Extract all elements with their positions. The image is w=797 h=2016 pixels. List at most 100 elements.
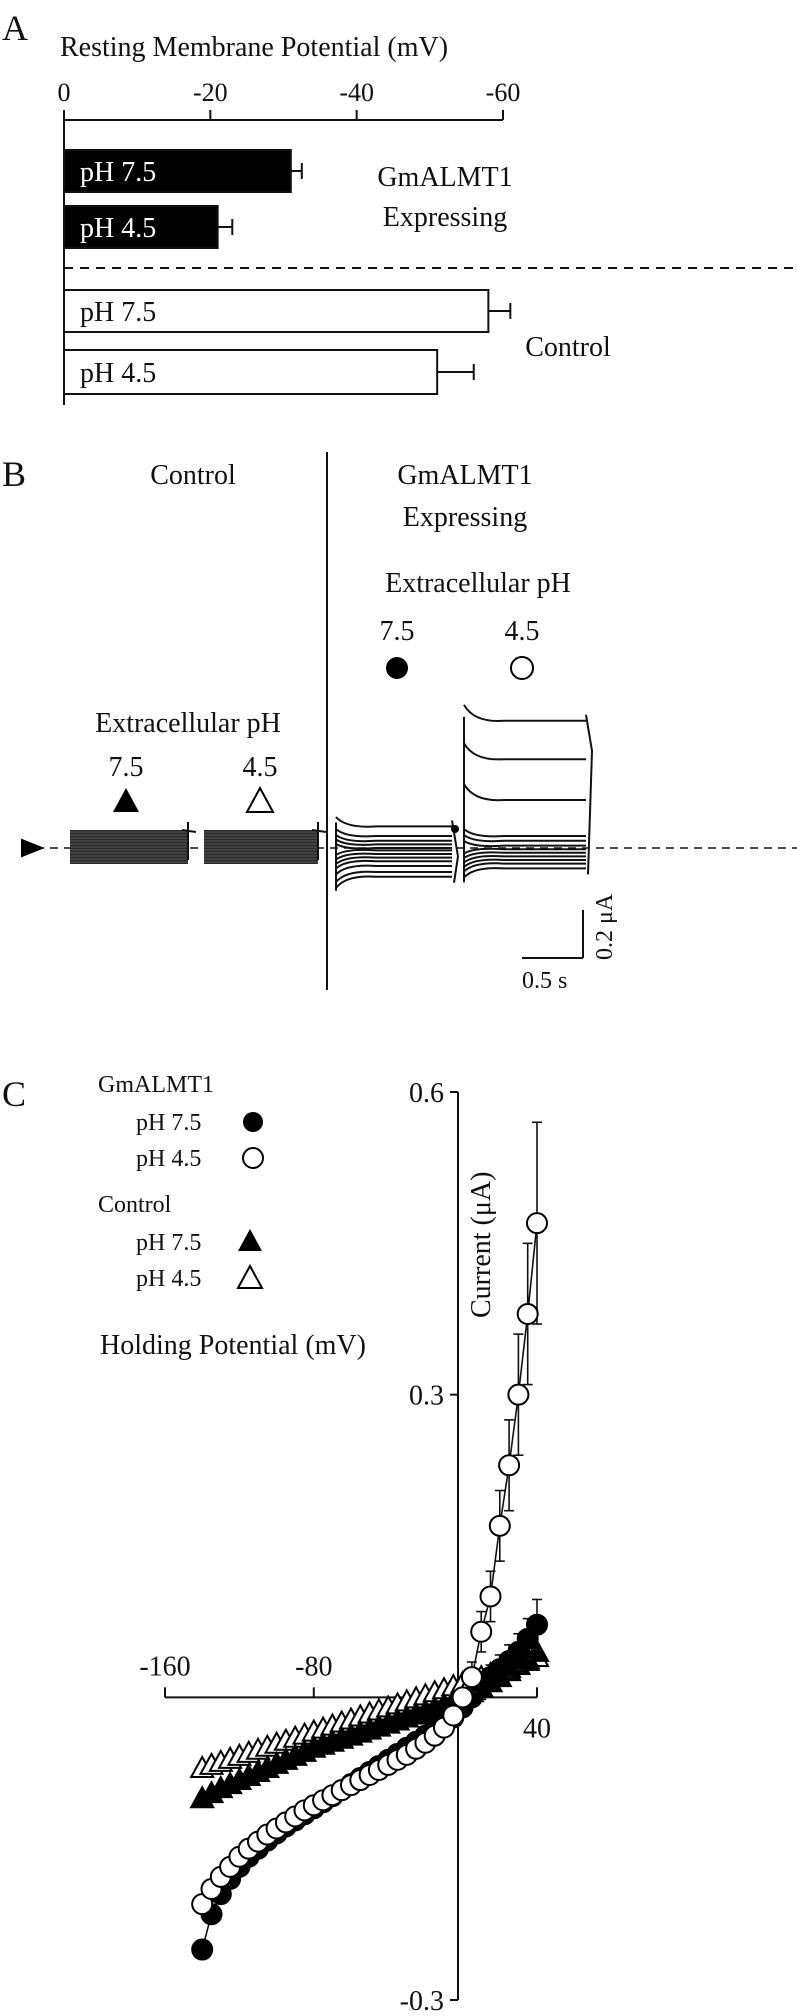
expressing-trace (335, 828, 452, 838)
panel-a-bar-label: pH 7.5 (80, 157, 156, 188)
data-point-open-circle (498, 1454, 521, 1477)
expressing-trace (463, 867, 586, 879)
panel-c-y-tick-label: 0.6 (409, 1078, 444, 1109)
open-circle-icon (510, 656, 534, 680)
panel-c-label: C (2, 1074, 26, 1114)
panel-c-x-tick-label: -80 (295, 1651, 332, 1682)
data-point-open-circle (516, 1302, 539, 1325)
panel-a-bar (63, 205, 219, 249)
panel-a: A Resting Membrane Potential (mV) 0 -20 -4… (2, 8, 797, 405)
expressing-ph-label-7-5: 7.5 (380, 616, 415, 647)
expressing-trace (335, 834, 452, 843)
expressing-trace (335, 843, 452, 850)
expressing-trace (463, 851, 586, 859)
open-circle-icon (242, 1147, 264, 1169)
expressing-trace (463, 828, 586, 838)
panel-a-ticks: 0 -20 -40 -60 (58, 78, 521, 120)
panel-b: B Control Extracellular pH 7.5 4.5 GmALM… (2, 452, 797, 994)
panel-a-tick-label: -60 (486, 78, 521, 107)
expressing-trace (463, 840, 586, 848)
expressing-trace (335, 856, 452, 865)
control-ph-label-4-5: 4.5 (243, 752, 278, 783)
panel-c-y-tick-label: 0.3 (409, 1381, 444, 1412)
expressing-trace (335, 859, 452, 870)
data-point-open-circle (488, 1514, 511, 1537)
y-axis-title: Current (μA) (466, 1172, 497, 1318)
data-point-filled-circle (526, 1613, 548, 1636)
expressing-trace (335, 816, 452, 828)
panel-c-y-tick-label: -0.3 (400, 1986, 444, 2016)
expressing-trace (463, 783, 586, 802)
panel-a-bar-label: pH 4.5 (80, 213, 156, 244)
expressing-trace (463, 704, 586, 722)
data-point-open-circle (442, 1704, 465, 1727)
data-point-open-circle (451, 1686, 474, 1709)
arrow-icon (21, 838, 45, 858)
expressing-title-line-2: Expressing (403, 502, 527, 533)
legend-entry-ctrl-7-5: pH 7.5 (136, 1230, 201, 1256)
expressing-trace (335, 864, 452, 876)
control-tail-current (311, 829, 327, 833)
control-title: Control (150, 460, 236, 491)
open-triangle-icon (236, 1263, 264, 1289)
open-triangle-icon (245, 785, 275, 813)
filled-triangle-icon (238, 1229, 262, 1251)
panel-c-plot (189, 1121, 550, 1961)
filled-circle-icon (386, 657, 408, 679)
panel-a-bar-label: pH 7.5 (80, 297, 156, 328)
control-ph-heading: Extracellular pH (95, 708, 281, 739)
expressing-trace (463, 847, 586, 855)
panel-a-bar (63, 149, 292, 193)
expressing-trace (463, 834, 586, 843)
scale-bar-time-label: 0.5 s (522, 968, 567, 994)
control-tail-current (181, 829, 197, 833)
expressing-ph-label-4-5: 4.5 (505, 616, 540, 647)
panel-a-bar (63, 289, 490, 333)
control-ph-label-7-5: 7.5 (109, 752, 144, 783)
legend-entry-gm-7-5: pH 7.5 (136, 1110, 201, 1136)
panel-a-group-label: Control (525, 332, 611, 363)
panel-a-group-label: Expressing (383, 202, 507, 233)
expressing-trace (335, 848, 452, 856)
panel-a-tick-label: 0 (58, 78, 71, 107)
data-point-open-circle (507, 1383, 530, 1406)
data-point-open-circle (526, 1212, 548, 1235)
x-axis-title: Holding Potential (mV) (100, 1330, 366, 1361)
expressing-title-line-1: GmALMT1 (397, 460, 532, 491)
filled-triangle-icon (113, 788, 139, 812)
panel-c: C GmALMT1 pH 7.5 pH 4.5 Control pH 7.5 p… (2, 1072, 551, 2016)
data-point-open-circle (470, 1620, 493, 1643)
panel-a-bar-label: pH 4.5 (80, 358, 156, 389)
panel-a-title: Resting Membrane Potential (mV) (60, 32, 448, 63)
expressing-trace (335, 838, 452, 846)
panel-a-group-label: GmALMT1 (377, 162, 512, 193)
legend: GmALMT1 pH 7.5 pH 4.5 Control pH 7.5 pH … (98, 1072, 264, 1292)
panel-b-label: B (2, 454, 26, 494)
expressing-trace (463, 855, 586, 864)
expressing-trace (463, 862, 586, 873)
expressing-trace (463, 858, 586, 868)
trace-marker (451, 825, 459, 833)
panel-a-tick-label: -20 (193, 78, 228, 107)
expressing-trace (463, 742, 586, 761)
panel-a-tick-label: -40 (339, 78, 374, 107)
expressing-trace (335, 875, 452, 889)
scale-bar: 0.2 μA 0.5 s (522, 893, 618, 994)
filled-circle-icon (243, 1112, 263, 1132)
data-point-filled-triangle (524, 1638, 550, 1662)
legend-entry-gm-4-5: pH 4.5 (136, 1146, 201, 1172)
legend-group-control: Control (98, 1192, 172, 1218)
data-point-filled-circle (191, 1938, 214, 1961)
series-line (201, 1223, 538, 1905)
expressing-tail-current (585, 714, 594, 875)
panel-b-traces (70, 704, 594, 891)
legend-entry-ctrl-4-5: pH 4.5 (136, 1266, 201, 1292)
expressing-ph-heading: Extracellular pH (385, 568, 571, 599)
legend-group-gmalmt1: GmALMT1 (98, 1072, 214, 1098)
panel-a-label: A (2, 8, 28, 48)
panel-c-x-tick-label: -160 (139, 1651, 190, 1682)
data-point-open-circle (460, 1666, 483, 1689)
